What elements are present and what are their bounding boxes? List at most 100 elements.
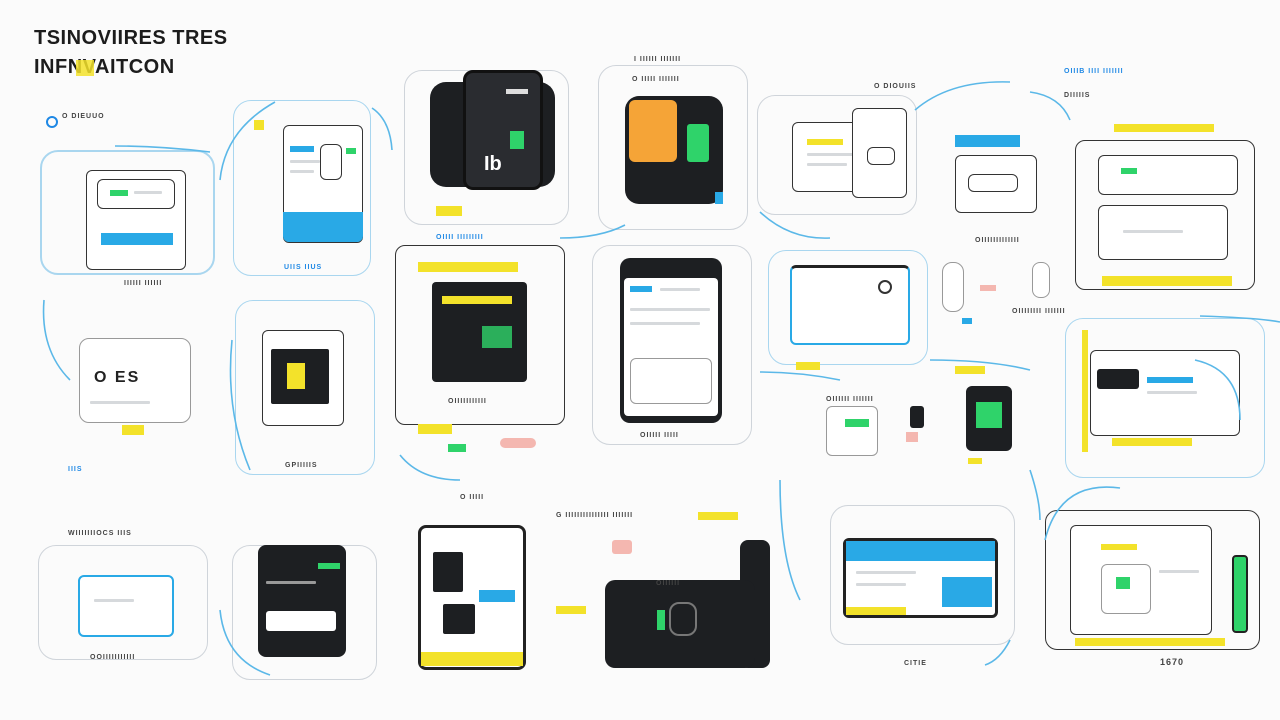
row3-card-green — [318, 563, 340, 569]
card-b-blue-line — [290, 146, 314, 152]
phone-line2 — [630, 308, 710, 311]
row3-bluescreen-line1 — [856, 571, 916, 574]
card-f-window[interactable] — [955, 155, 1037, 213]
card-e-line2 — [807, 163, 847, 166]
card-e-box — [867, 147, 895, 165]
right-window-dark-block — [1097, 369, 1139, 389]
radio-icon[interactable] — [46, 116, 58, 128]
card-b-frame — [233, 100, 371, 276]
row3-farright-line — [1159, 570, 1199, 573]
row3-console[interactable] — [605, 580, 755, 668]
monitor-device[interactable] — [790, 265, 910, 345]
big-card-left[interactable]: O ES — [79, 338, 191, 423]
right-window[interactable] — [1090, 350, 1240, 436]
big-left-text: O ES — [94, 369, 141, 386]
row2-card-yellow — [287, 363, 305, 389]
card-c-glyph-icon: Ib — [484, 153, 502, 175]
green-screen-device[interactable] — [966, 386, 1012, 451]
card-g-content — [1098, 205, 1228, 260]
row3-farright-window[interactable] — [1070, 525, 1212, 635]
row3-console-green — [657, 610, 665, 630]
card-a-green-chip — [110, 190, 128, 196]
green-screen — [976, 402, 1002, 428]
row3-left-label: WIIIIIIIOCS IIIS — [68, 530, 132, 537]
phone-card — [630, 358, 712, 404]
card-d-frame — [598, 65, 748, 230]
phone-line3 — [630, 322, 700, 325]
card-g-green — [1121, 168, 1137, 174]
bottom-right-caption-2: 1670 — [1160, 657, 1185, 667]
center-screen-caption: OIIII IIIIIIIII — [436, 234, 484, 241]
gadget-left — [942, 262, 964, 312]
monitor-tag — [796, 362, 820, 370]
card-e-line1 — [807, 153, 857, 156]
center-window-screen[interactable] — [432, 282, 527, 382]
row3-farright-battery-icon — [1232, 555, 1248, 633]
phone-screen — [624, 278, 718, 416]
row3-mid-tag — [698, 512, 738, 520]
row2-card-screen — [271, 349, 329, 404]
row2-card-device[interactable] — [262, 330, 344, 426]
card-g-footer — [1102, 276, 1232, 286]
row2-center-caption: OIIIIIIIIIII — [448, 398, 487, 405]
row3-bluescreen-header — [846, 541, 995, 561]
card-c-line — [506, 89, 528, 94]
center-window-titlebar — [418, 262, 518, 272]
center-screen-green — [482, 326, 512, 348]
row3-window[interactable] — [418, 525, 526, 670]
row3-left-frame — [38, 545, 208, 660]
green-screen-tag — [955, 366, 985, 374]
row3-farright-yellow — [1101, 544, 1137, 550]
gadget-right — [1032, 262, 1050, 298]
gadget-blue — [962, 318, 972, 324]
phone-device[interactable] — [620, 258, 722, 423]
card-g-toolbar[interactable] — [1098, 155, 1238, 195]
card-a-frame — [40, 150, 215, 275]
row3-farright-box — [1101, 564, 1151, 614]
page-title-line2: INFNVAITCON — [34, 56, 175, 78]
row3-console-tag — [556, 606, 586, 614]
row3-left-screen[interactable] — [78, 575, 174, 637]
ctrl-label: OIIIIII IIIIIII — [826, 396, 874, 403]
card-d-orange-screen — [629, 100, 677, 162]
device-top-label: I IIIIII IIIIIII — [634, 56, 682, 63]
right-top-label: OIIIB IIII IIIIIII — [1064, 68, 1124, 75]
card-a-caption: IIIIII IIIIII — [124, 280, 163, 287]
row3-bluescreen[interactable] — [843, 538, 998, 618]
topmid-label: O DIOUIIS — [874, 83, 917, 90]
row3-mid-caption: O IIIII — [460, 494, 485, 501]
mid-row-label2: OIIIIIIII IIIIIII — [1012, 308, 1066, 315]
row2-card-caption: GPIIIIIS — [285, 462, 318, 469]
card-d-device[interactable] — [625, 96, 723, 204]
mid-row-label: OIIIIIIIIIIIII — [975, 237, 1020, 244]
row3-mid-label: G IIIIIIIIIIIIIII IIIIIII — [556, 512, 634, 519]
row3-farright-frame — [1045, 510, 1260, 650]
center-screen-yellow — [442, 296, 512, 304]
card-g-line — [1123, 230, 1183, 233]
card-b-line2 — [290, 170, 314, 173]
big-card-tag — [122, 425, 144, 435]
row3-left-line — [94, 599, 134, 602]
title-highlight — [76, 60, 94, 76]
row3-bluescreen-frame — [830, 505, 1015, 645]
phone-blue-chip — [630, 286, 652, 292]
card-e-window2 — [852, 108, 907, 198]
card-c-green-block — [510, 131, 524, 149]
small-card-green[interactable] — [826, 406, 878, 456]
card-a-device[interactable] — [86, 170, 186, 270]
card-c-tag — [436, 206, 462, 216]
card-a-screen — [97, 179, 175, 209]
green-screen-foot — [968, 458, 982, 464]
row3-console-screen — [669, 602, 697, 636]
card-g-frame — [1075, 140, 1255, 290]
card-g-tag — [1114, 124, 1214, 132]
gadget-pink — [980, 285, 996, 291]
right-window-yellow-edge — [1082, 330, 1088, 452]
card-b-tag — [254, 120, 264, 130]
card-a-blue-bar — [101, 233, 173, 245]
small-device — [910, 406, 924, 428]
row3-card-device[interactable] — [258, 545, 346, 657]
right-window-blue-line — [1147, 377, 1193, 383]
card-c-device[interactable]: Ib — [463, 70, 543, 190]
